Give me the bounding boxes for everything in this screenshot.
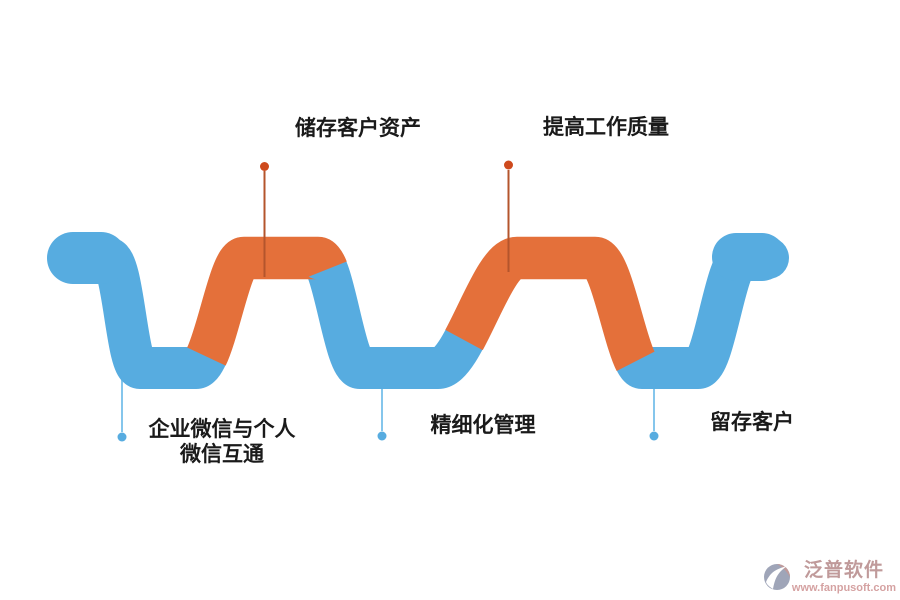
callout-label-refined-mgmt: 精细化管理 [430,414,536,437]
callout-label-wechat-line1: 企业微信与个人 [148,418,296,441]
callout-dot-store-assets [260,162,269,171]
callout-label-retain-customers: 留存客户 [710,411,794,434]
watermark-url-text: www.fanpusoft.com [791,582,896,594]
wave-blue-path [52,237,789,389]
wave-orange-segment-1 [186,236,347,366]
callout-label-wechat: 企业微信与个人 微信互通 [112,417,332,467]
fanpu-logo-swoosh [765,566,787,589]
wave-orange-segment-2 [445,236,656,371]
fanpu-watermark: 泛普软件 www.fanpusoft.com [762,560,896,594]
callout-dot-wechat [117,432,127,442]
callout-dot-refined-mgmt [377,431,387,441]
callout-dot-retain-customers [649,431,659,441]
callout-label-store-assets: 储存客户资产 [295,117,421,140]
callout-label-wechat-line2: 微信互通 [180,443,264,466]
callout-label-work-quality: 提高工作质量 [543,116,669,139]
fanpu-logo-crescent [776,564,790,577]
watermark-brand-text: 泛普软件 [803,560,884,581]
callout-dot-work-quality [504,160,513,170]
fanpu-logo-icon [763,564,790,590]
